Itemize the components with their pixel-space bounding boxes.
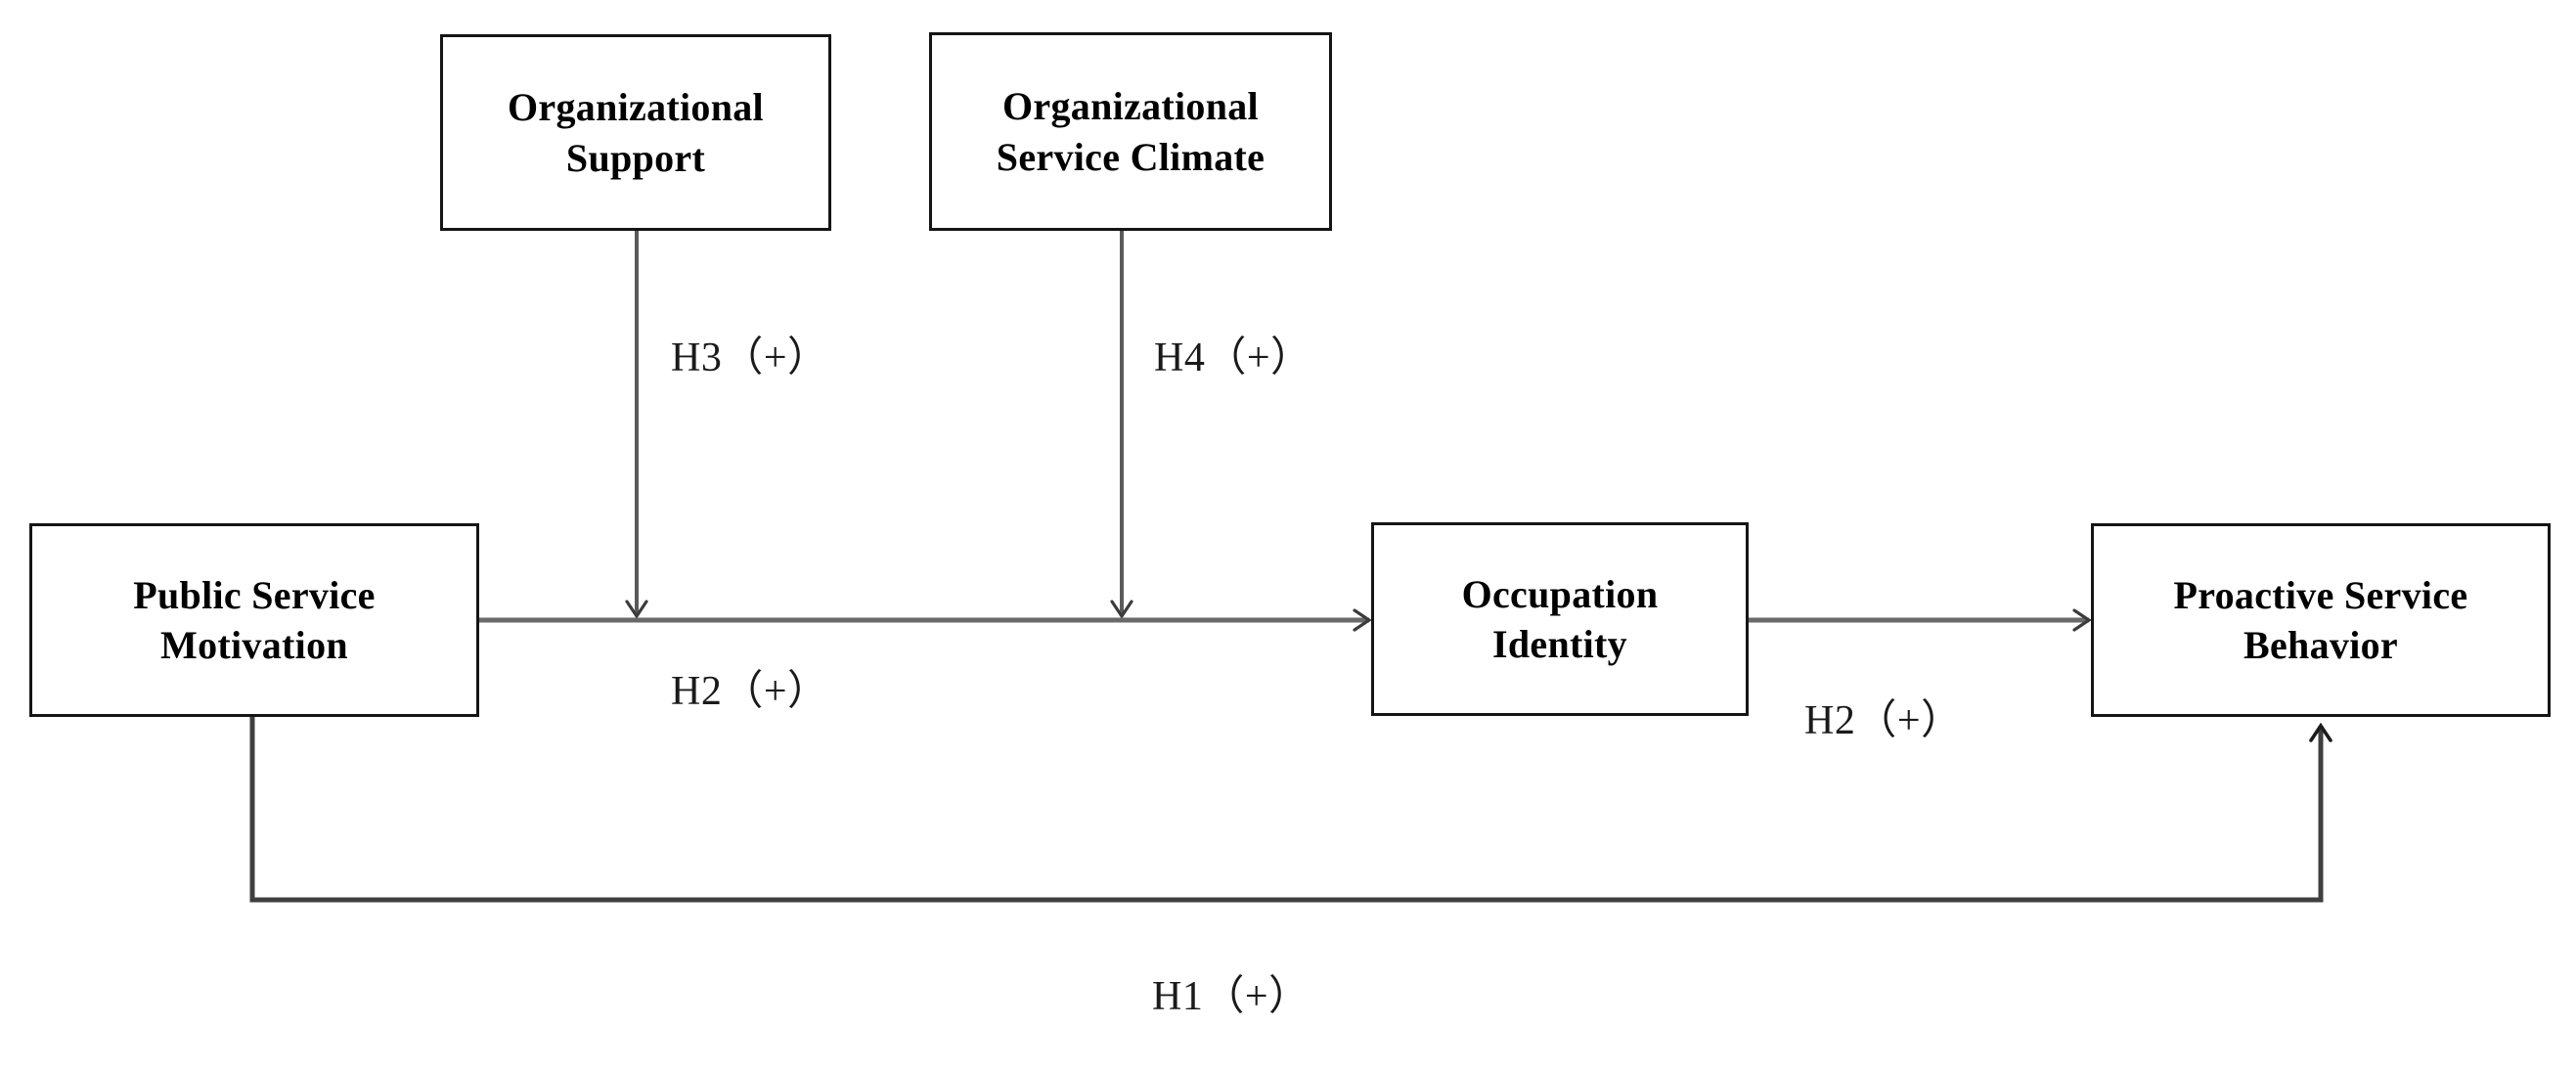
node-occupation-identity[interactable]: Occupation Identity (1371, 522, 1749, 716)
node-organizational-service-climate[interactable]: Organizational Service Climate (929, 32, 1332, 231)
node-organizational-service-climate-label: Organizational Service Climate (996, 84, 1266, 179)
node-proactive-service-behavior[interactable]: Proactive Service Behavior (2091, 523, 2551, 717)
node-public-service-motivation[interactable]: Public Service Motivation (29, 523, 479, 717)
node-organizational-support[interactable]: Organizational Support (440, 34, 831, 231)
node-organizational-support-label: Organizational Support (508, 85, 764, 180)
node-proactive-service-behavior-label: Proactive Service Behavior (2173, 572, 2468, 667)
connector-psm-to-behavior-direct-arrow (249, 717, 2332, 903)
edge-label-h2-left: H2（+） (671, 669, 829, 714)
edge-label-h2-right: H2（+） (1804, 698, 1963, 743)
edge-label-h1: H1（+） (1152, 974, 1310, 1019)
node-occupation-identity-label: Occupation Identity (1461, 571, 1659, 666)
edge-label-h4: H4（+） (1154, 335, 1312, 380)
node-public-service-motivation-label: Public Service Motivation (133, 572, 376, 667)
edge-label-h3: H3（+） (671, 335, 829, 380)
